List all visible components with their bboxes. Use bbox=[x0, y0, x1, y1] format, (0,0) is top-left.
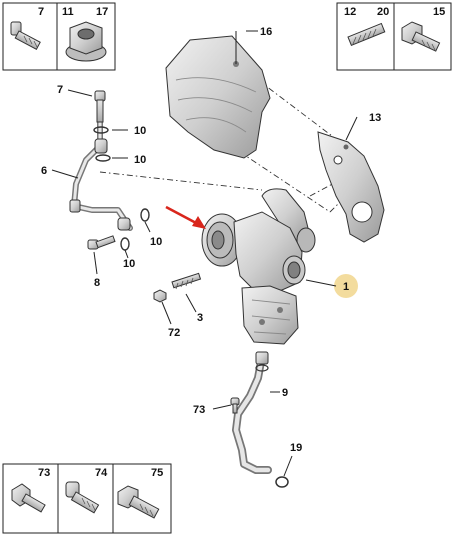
hex-bolt-icon bbox=[117, 485, 160, 519]
box-number-12: 12 bbox=[344, 6, 356, 18]
callout-10: 10 bbox=[134, 125, 146, 137]
box-number-74: 74 bbox=[95, 467, 108, 479]
oil-feed-pipe bbox=[69, 117, 133, 231]
box-number-11: 11 bbox=[62, 6, 74, 18]
washer bbox=[93, 126, 150, 251]
parts-box-top-left: 7 11 17 bbox=[2, 2, 116, 71]
highlight-circle bbox=[334, 274, 358, 298]
box-number-20: 20 bbox=[377, 6, 389, 18]
callouts: 16 13 1 7 10 10 6 10 10 8 3 72 9 73 19 bbox=[41, 26, 381, 454]
banjo-bolt bbox=[94, 90, 106, 123]
bolt-icon bbox=[65, 481, 100, 514]
callout-10: 10 bbox=[150, 236, 162, 248]
stud-icon bbox=[347, 22, 386, 46]
callout-73: 73 bbox=[193, 404, 205, 416]
o-ring bbox=[275, 476, 289, 488]
callout-72: 72 bbox=[168, 327, 180, 339]
bolt bbox=[87, 235, 116, 250]
mounting-bracket bbox=[317, 131, 385, 243]
parts-box-top-right: 12 20 15 bbox=[336, 2, 452, 71]
flange-nut-icon bbox=[65, 21, 107, 62]
callout-7: 7 bbox=[57, 84, 63, 96]
hex-bolt-icon bbox=[401, 21, 441, 52]
box-number-73: 73 bbox=[38, 467, 50, 479]
bolt bbox=[230, 397, 240, 414]
red-arrow-icon bbox=[165, 205, 206, 229]
parts-box-bottom-left: 73 74 75 bbox=[2, 463, 172, 534]
box-number-7: 7 bbox=[38, 6, 44, 18]
oil-return-pipe bbox=[232, 351, 272, 474]
leader-lines bbox=[51, 30, 358, 477]
callout-13: 13 bbox=[369, 112, 381, 124]
box-number-75: 75 bbox=[151, 467, 163, 479]
stud bbox=[171, 272, 202, 290]
callout-9: 9 bbox=[282, 387, 288, 399]
callout-1: 1 bbox=[343, 281, 349, 293]
callout-19: 19 bbox=[290, 442, 302, 454]
callout-10: 10 bbox=[123, 258, 135, 270]
heat-shield bbox=[165, 35, 271, 159]
callout-10: 10 bbox=[134, 154, 146, 166]
box-number-17: 17 bbox=[96, 6, 108, 18]
turbocharger bbox=[201, 188, 316, 345]
callout-16: 16 bbox=[260, 26, 272, 38]
nut bbox=[153, 289, 167, 303]
callout-6: 6 bbox=[41, 165, 47, 177]
box-number-15: 15 bbox=[433, 6, 445, 18]
callout-3: 3 bbox=[197, 312, 203, 324]
bolt-icon bbox=[10, 21, 41, 51]
callout-8: 8 bbox=[94, 277, 100, 289]
bolt-icon bbox=[11, 483, 46, 513]
